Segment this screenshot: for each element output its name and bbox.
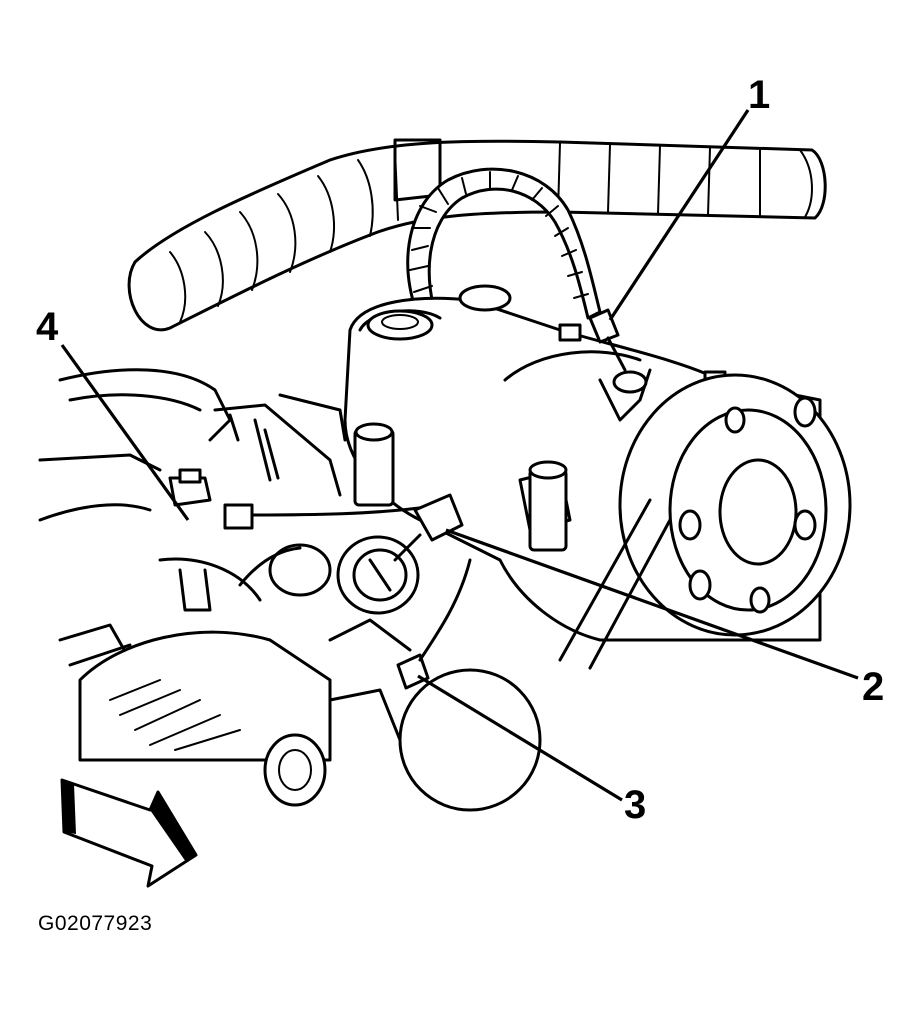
- wiring-connectors: [328, 308, 627, 690]
- leader-lines: [60, 109, 859, 802]
- arrow-right-down-icon: [60, 778, 198, 888]
- callout-4: 4: [36, 305, 59, 349]
- drive-belt: [558, 498, 672, 670]
- callout-3: 3: [624, 783, 646, 827]
- engine-left-components: [38, 368, 442, 667]
- leader-line-4: [60, 344, 190, 521]
- leader-line-1: [608, 109, 750, 321]
- leader-line-3: [417, 674, 623, 802]
- generator: [78, 630, 542, 812]
- leader-line-2: [445, 528, 859, 680]
- compressor-clutch: [618, 373, 852, 637]
- figure-id: G02077923: [38, 912, 153, 935]
- callout-1: 1: [748, 73, 770, 117]
- callout-2: 2: [862, 665, 884, 709]
- corrugated-hose: [127, 138, 827, 332]
